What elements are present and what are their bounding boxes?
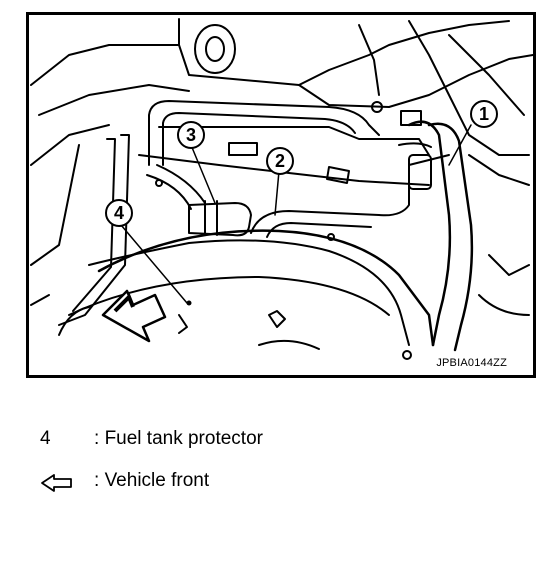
- fuel-system-illustration: 1 2 3 4: [30, 18, 533, 360]
- legend-item-fuel-tank-protector: 4 : Fuel tank protector: [40, 428, 520, 470]
- callout-2: 2: [266, 147, 294, 175]
- legend: 4 : Fuel tank protector : Vehicle front: [40, 428, 520, 512]
- hollow-left-arrow-icon: [40, 470, 80, 493]
- legend-item-vehicle-front: : Vehicle front: [40, 470, 520, 512]
- svg-text:2: 2: [275, 151, 285, 171]
- legend-key: 4: [40, 428, 51, 449]
- callout-4: 4: [105, 199, 133, 227]
- legend-separator: :: [94, 470, 100, 491]
- legend-description: Fuel tank protector: [104, 428, 263, 449]
- legend-separator: :: [94, 428, 100, 449]
- vehicle-front-arrow-icon: [101, 289, 167, 343]
- legend-text: : Vehicle front: [94, 470, 209, 492]
- svg-text:4: 4: [114, 203, 124, 223]
- callout-3: 3: [177, 121, 205, 149]
- svg-text:1: 1: [479, 104, 489, 124]
- legend-text: : Fuel tank protector: [94, 428, 263, 450]
- legend-description: Vehicle front: [104, 470, 210, 491]
- diagram-figure: 1 2 3 4 JPBIA0144ZZ: [26, 12, 536, 378]
- svg-text:3: 3: [186, 125, 196, 145]
- callout-1: 1: [470, 100, 498, 128]
- figure-code: JPBIA0144ZZ: [436, 357, 507, 369]
